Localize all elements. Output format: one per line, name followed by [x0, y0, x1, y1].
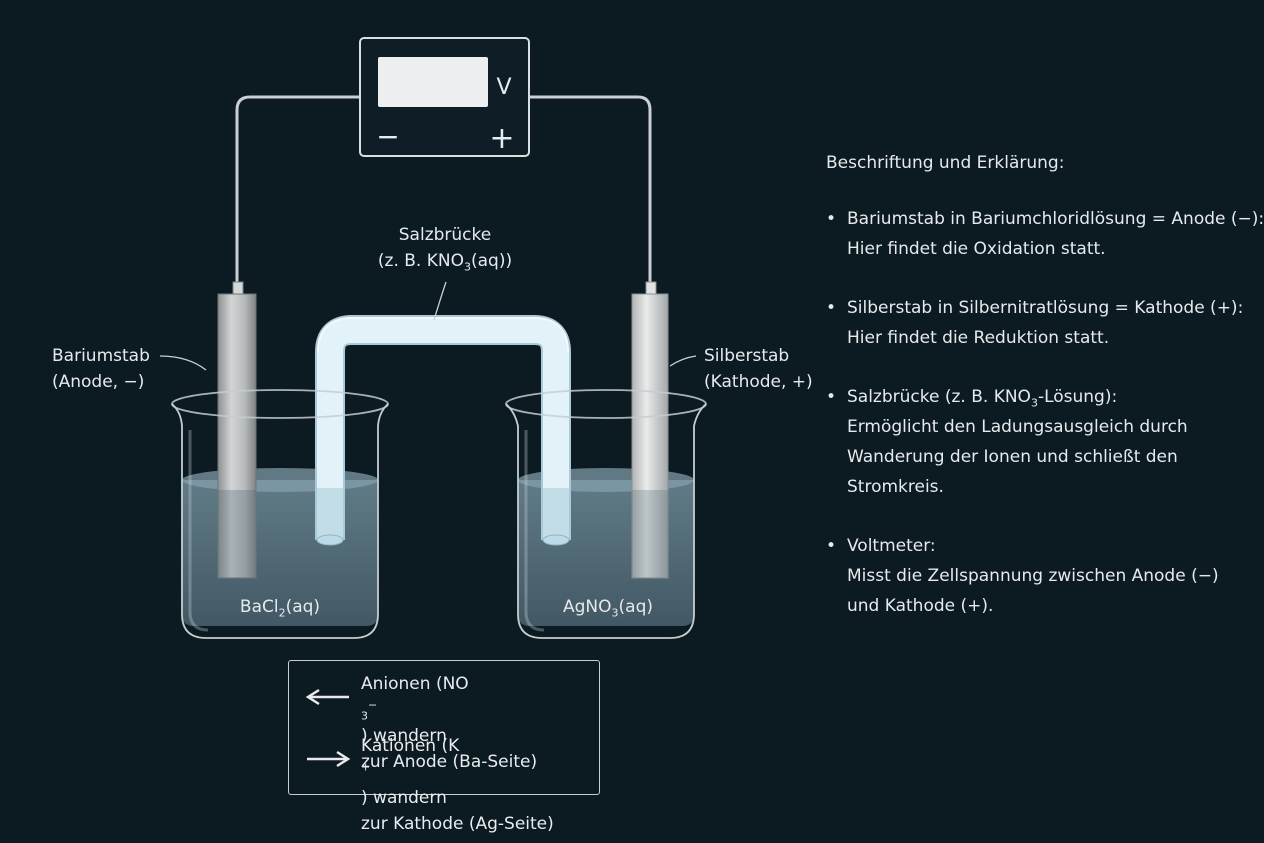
- legend-cations-line2: zur Kathode (Ag-Seite): [361, 814, 554, 834]
- explanation-list: Bariumstab in Bariumchloridlösung = Anod…: [826, 204, 1264, 621]
- left-solution-surface: [182, 468, 378, 492]
- wire-right: [529, 95, 652, 284]
- explanation-item-text: Stromkreis.: [847, 477, 944, 497]
- right-beaker: [505, 389, 707, 639]
- legend-anions-line2: zur Anode (Ba-Seite): [361, 752, 538, 772]
- explanation-item-salt-bridge: Salzbrücke (z. B. KNO3-Lösung): Ermöglic…: [826, 382, 1256, 502]
- explanation-item-text: Misst die Zellspannung zwischen Anode (−…: [847, 566, 1219, 586]
- explanation-item-text: Wanderung der Ionen und schließt den: [847, 447, 1178, 467]
- bridge-leader-line: [433, 281, 447, 321]
- arrow-right-icon: [307, 750, 351, 768]
- anode-label-line2: (Anode, −): [52, 372, 145, 392]
- explanation-item-cathode: Silberstab in Silbernitratlösung = Katho…: [826, 293, 1256, 353]
- left-beaker: [171, 389, 389, 639]
- silver-electrode: [631, 281, 669, 579]
- voltmeter-unit: V: [496, 75, 511, 100]
- explanation-item-text: Ermöglicht den Ladungsausgleich durch: [847, 417, 1188, 437]
- arrow-left-icon: [305, 688, 349, 706]
- left-beaker-solution-label: BaCl2(aq): [239, 597, 321, 620]
- explanation-item-text: und Kathode (+).: [847, 596, 994, 616]
- wire-left: [235, 95, 360, 284]
- anode-label-line1: Bariumstab: [52, 346, 150, 366]
- voltmeter-display: [378, 57, 488, 107]
- explanation-item-title: Silberstab in Silbernitratlösung = Katho…: [847, 298, 1244, 318]
- explanation-item-text: Hier findet die Reduktion statt.: [847, 328, 1110, 348]
- voltmeter-plus-terminal: +: [489, 121, 514, 156]
- legend-row-cations: Kationen (K+) wandern zur Kathode (Ag-Se…: [303, 731, 593, 834]
- explanation-item-text: Hier findet die Oxidation statt.: [847, 239, 1106, 259]
- cathode-label: Silberstab (Kathode, +): [704, 343, 813, 395]
- explanation-item-title: Voltmeter:: [847, 536, 936, 556]
- explanation-item-title: Salzbrücke (z. B. KNO3-Lösung):: [847, 387, 1118, 410]
- anode-label: Bariumstab (Anode, −): [52, 343, 150, 395]
- explanation-heading: Beschriftung und Erklärung:: [826, 153, 1065, 173]
- voltmeter-minus-terminal: −: [376, 120, 399, 153]
- cathode-label-line2: (Kathode, +): [704, 372, 813, 392]
- right-beaker-solution-label: AgNO3(aq): [562, 597, 653, 620]
- legend-cations-text: Kationen (K+) wandern zur Kathode (Ag-Se…: [361, 733, 554, 837]
- barium-electrode: [217, 281, 257, 579]
- explanation-item-anode: Bariumstab in Bariumchloridlösung = Anod…: [826, 204, 1264, 264]
- salt-bridge-label: Salzbrücke (z. B. KNO3(aq)): [360, 222, 530, 274]
- voltmeter: V − +: [359, 37, 530, 157]
- salt-bridge-label-line2: (z. B. KNO3(aq)): [377, 251, 513, 274]
- salt-bridge: [315, 315, 571, 546]
- explanation-panel: Beschriftung und Erklärung: Bariumstab i…: [826, 150, 1264, 650]
- legend-cations-line1: Kationen (K+) wandern: [361, 736, 460, 808]
- anode-leader-line: [159, 355, 207, 371]
- cathode-leader-line: [669, 355, 697, 367]
- salt-bridge-label-line1: Salzbrücke: [398, 225, 492, 245]
- explanation-item-title: Bariumstab in Bariumchloridlösung = Anod…: [847, 209, 1264, 229]
- explanation-item-voltmeter: Voltmeter: Misst die Zellspannung zwisch…: [826, 531, 1256, 621]
- cathode-label-line1: Silberstab: [704, 346, 790, 366]
